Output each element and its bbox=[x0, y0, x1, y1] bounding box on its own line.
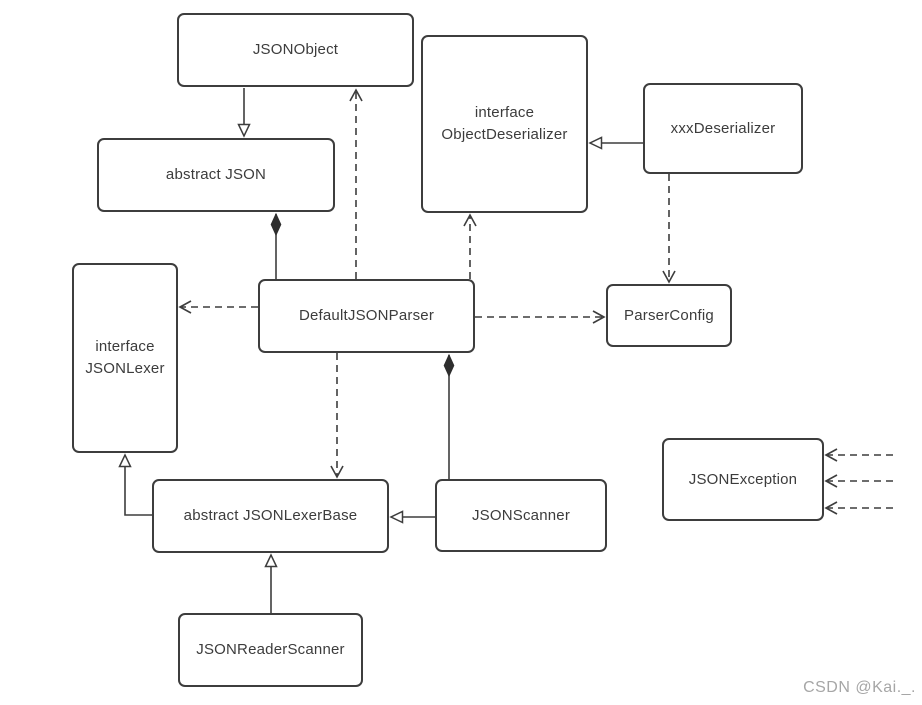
node-parserconfig: ParserConfig bbox=[606, 284, 732, 347]
node-label: xxxDeserializer bbox=[670, 119, 776, 137]
edge-jsonlexerbase-implements-jsonlexer bbox=[118, 453, 152, 516]
node-jsonreaderscanner: JSONReaderScanner bbox=[178, 613, 363, 687]
csdn-watermark: CSDN @Kai._. bbox=[803, 679, 916, 696]
node-label: abstract JSON bbox=[165, 166, 267, 184]
node-label: JSONScanner bbox=[471, 506, 571, 524]
node-label: DefaultJSONParser bbox=[298, 307, 435, 325]
node-label: abstract JSONLexerBase bbox=[183, 507, 358, 525]
node-jsonexception: JSONException bbox=[662, 438, 824, 521]
node-jsonscanner: JSONScanner bbox=[435, 479, 607, 552]
node-label: ParserConfig bbox=[624, 306, 714, 324]
node-abstract-jsonlexerbase: abstract JSONLexerBase bbox=[152, 479, 389, 553]
node-label: JSONReaderScanner bbox=[196, 641, 345, 659]
node-abstract-json: abstract JSON bbox=[97, 138, 335, 212]
node-label: interface ObjectDeserializer bbox=[441, 104, 568, 143]
node-label: interface JSONLexer bbox=[85, 338, 165, 377]
node-interface-objectdeserializer: interface ObjectDeserializer bbox=[421, 35, 588, 213]
node-label: JSONException bbox=[688, 470, 798, 488]
node-label: JSONObject bbox=[252, 41, 339, 59]
node-jsonobject: JSONObject bbox=[177, 13, 414, 87]
node-defaultjsonparser: DefaultJSONParser bbox=[258, 279, 475, 353]
node-xxxdeserializer: xxxDeserializer bbox=[643, 83, 803, 174]
node-interface-jsonlexer: interface JSONLexer bbox=[72, 263, 178, 453]
